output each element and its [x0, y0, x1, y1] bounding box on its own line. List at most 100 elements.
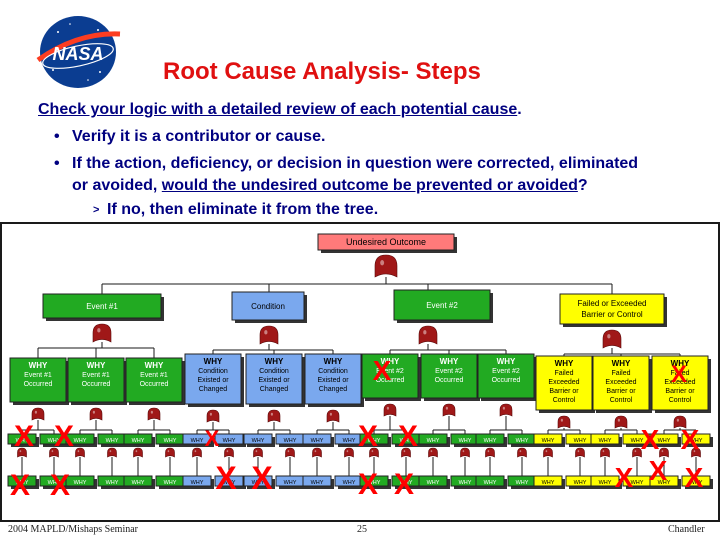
why-box-text: Existed or [197, 377, 229, 384]
small-why-label: WHY [106, 480, 119, 486]
gate-highlight [194, 450, 197, 453]
why-box [125, 357, 183, 403]
small-why-label: WHY [690, 438, 703, 444]
category-label: Condition [251, 302, 285, 311]
eliminated-x-mark: X [649, 455, 668, 486]
footer-left: 2004 MAPLD/Mishaps Seminar [8, 524, 138, 535]
small-why-label: WHY [459, 438, 472, 444]
small-why-label: WHY [542, 438, 555, 444]
gate-highlight [545, 450, 548, 453]
small-why-label: WHY [631, 438, 644, 444]
small-why-label: WHY [368, 480, 381, 486]
why-box-text: Barrier or [549, 388, 579, 395]
and-gate-icon [49, 447, 59, 458]
small-why-box [243, 433, 273, 445]
gate-highlight [519, 450, 522, 453]
bullet-2-continuation: or avoided, would the undesired outcome … [72, 177, 588, 195]
and-gate-icon [107, 447, 117, 458]
gate-highlight [577, 450, 580, 453]
and-gate-icon [17, 447, 27, 458]
footer-right: Chandler [668, 524, 705, 535]
small-why-box [649, 433, 679, 445]
and-gate-icon [369, 447, 379, 458]
why-box [651, 355, 709, 411]
lead-end: . [517, 101, 522, 118]
gate-highlight [386, 406, 389, 410]
small-why-box [475, 475, 505, 487]
small-why-label: WHY [574, 438, 587, 444]
small-why-box [182, 433, 212, 445]
bullet-1: • Verify it is a contributor or cause. [54, 128, 325, 146]
why-box-text: Control [669, 397, 692, 404]
small-why-label: WHY [427, 480, 440, 486]
small-why-label: WHY [132, 438, 145, 444]
small-why-label: WHY [542, 480, 555, 486]
small-why-box [214, 433, 244, 445]
and-gate-icon [206, 409, 220, 423]
bullet-2-line2-pre: or avoided, [72, 177, 162, 194]
category-label: Failed or Exceeded [578, 299, 647, 308]
why-box-text: WHY [29, 361, 48, 370]
and-gate-icon [89, 407, 103, 421]
gate-highlight [371, 450, 374, 453]
small-why-label: WHY [223, 438, 236, 444]
small-why-label: WHY [74, 438, 87, 444]
small-why-label: WHY [132, 480, 145, 486]
small-why-label: WHY [191, 438, 204, 444]
why-box-text: WHY [612, 359, 631, 368]
eliminated-x-mark: X [671, 361, 687, 388]
why-box-text: WHY [265, 357, 284, 366]
gate-highlight [97, 328, 101, 333]
small-why-label: WHY [574, 480, 587, 486]
small-why-box [7, 433, 37, 445]
gate-highlight [445, 406, 448, 410]
category-label: Event #2 [426, 301, 458, 310]
gate-highlight [617, 418, 620, 422]
gate-highlight [19, 450, 22, 453]
and-gate-icon [557, 415, 571, 429]
gate-highlight [487, 450, 490, 453]
small-why-label: WHY [311, 438, 324, 444]
and-gate-icon [659, 447, 669, 458]
and-gate-icon [147, 407, 161, 421]
gate-highlight [430, 450, 433, 453]
and-gate-icon [485, 447, 495, 458]
undesired-outcome-box [317, 233, 455, 251]
why-box-text: Event #2 [435, 368, 463, 375]
gate-highlight [77, 450, 80, 453]
why-box-text: Failed [611, 370, 630, 377]
small-why-label: WHY [223, 480, 236, 486]
small-why-label: WHY [74, 480, 87, 486]
why-box-text: Event #1 [82, 372, 110, 379]
why-box-text: WHY [555, 359, 574, 368]
small-why-label: WHY [516, 438, 529, 444]
and-gate-icon [312, 447, 322, 458]
why-box [67, 357, 125, 403]
gate-highlight [51, 450, 54, 453]
small-why-label: WHY [284, 480, 297, 486]
small-why-box [649, 475, 679, 487]
why-box-text: Occurred [435, 377, 464, 384]
why-box-text: Existed or [258, 377, 290, 384]
gate-highlight [676, 418, 679, 422]
small-why-box [302, 475, 332, 487]
bullet-2-line2-underlined: would the undesired outcome be prevented… [161, 177, 578, 194]
small-why-box [243, 475, 273, 487]
and-gate-icon [401, 447, 411, 458]
small-why-label: WHY [427, 438, 440, 444]
gate-highlight [270, 412, 273, 416]
small-why-label: WHY [516, 480, 529, 486]
and-gate-icon [344, 447, 354, 458]
and-gate-icon [418, 325, 438, 345]
small-why-label: WHY [599, 480, 612, 486]
small-why-box [182, 475, 212, 487]
and-gate-icon [499, 403, 513, 417]
small-why-box [123, 475, 153, 487]
why-box-text: Failed [554, 370, 573, 377]
why-box [535, 355, 593, 411]
gate-highlight [329, 412, 332, 416]
small-why-label: WHY [311, 480, 324, 486]
small-why-box [359, 475, 389, 487]
eliminated-x-mark: X [615, 462, 634, 493]
gate-highlight [135, 450, 138, 453]
